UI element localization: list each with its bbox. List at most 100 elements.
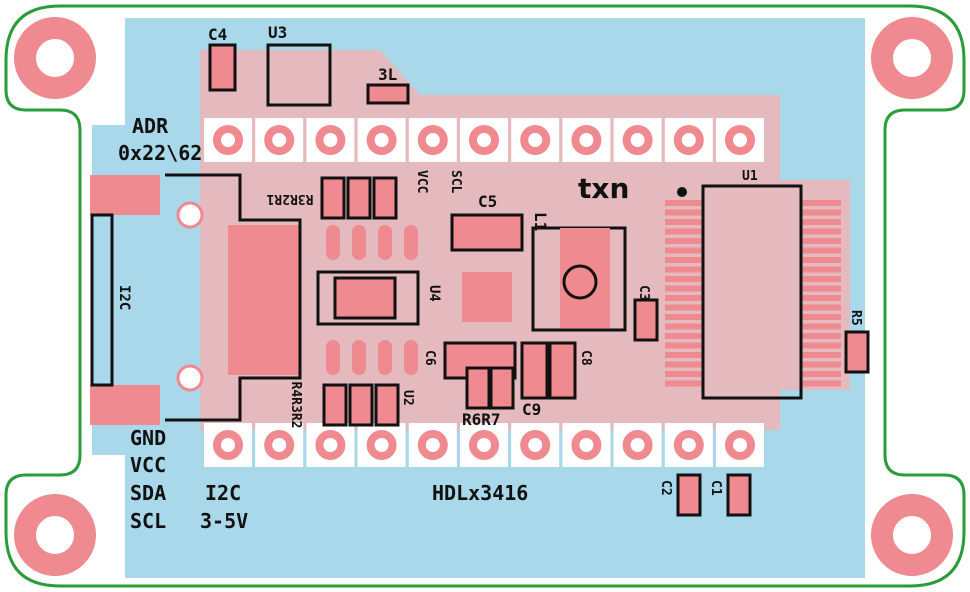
logo-txn: txn [578,172,629,205]
r5-component [844,330,870,374]
label-c1: C1 [708,480,723,496]
label-r-bot: R4R3R2 [288,382,303,429]
header-pin [469,430,499,460]
header-pin [264,430,295,460]
header-pin-pad [511,423,560,467]
u1-pad [801,238,841,244]
u1-pad [801,276,841,282]
header-pin [417,125,448,155]
label-gnd: GND [130,426,166,450]
u1-pad [665,342,703,349]
label-u3: U3 [268,23,287,42]
header-pin [725,125,755,155]
header-pin [571,125,602,155]
header-pin [469,125,499,155]
label-adr: ADR [132,114,169,138]
label-vcc-top: VCC [414,170,429,193]
u1-pad [801,371,841,377]
u1-pad [665,200,703,206]
label-c4: C4 [208,25,227,44]
header-pin-pad [460,118,508,162]
header-pin [520,125,551,155]
header-pin-pad [613,118,662,162]
c5-component [450,213,524,252]
label-c8: C8 [578,350,593,366]
u1-pad [801,257,841,263]
u1-pad [801,295,841,301]
label-vcc: VCC [130,453,166,477]
label-part-number: HDLx3416 [432,481,528,505]
label-voltage: 3-5V [200,509,248,533]
u1-pad [665,361,703,368]
header-pin-pad [664,423,713,467]
label-l1: L1 [531,212,550,231]
u1-pad [665,380,703,387]
header-pin [366,125,397,155]
header-pin-pad [562,118,611,162]
header-pin-pad [408,423,457,467]
header-pin-pad [716,118,764,162]
u1-pad [801,219,841,225]
u1-pad [801,352,841,358]
header-pin-pad [357,423,406,467]
u1-pad [801,361,841,368]
label-r-top: R3R2R1 [266,191,313,206]
u1-pad [665,371,703,377]
u2-pads [326,225,418,375]
c4-component [208,43,237,92]
header-pin-pad [613,423,662,467]
header-pin-pad [306,423,355,467]
label-c9: C9 [522,400,541,419]
header-top [204,118,764,162]
u1-pad [801,266,841,273]
header-pin [673,430,704,460]
header-pin-pad [204,118,252,162]
u1-pad [665,314,703,320]
u1-pad [665,228,703,235]
u1-pad [801,200,841,206]
label-u4: U4 [426,285,442,302]
header-pin-pad [255,118,304,162]
header-pin-pad [306,118,355,162]
header-pin [571,430,602,460]
header-pin [366,430,397,460]
u1-pad [801,323,841,330]
label-r5: R5 [848,310,863,326]
header-pin [213,430,243,460]
label-c5: C5 [478,192,497,211]
header-pin [213,125,243,155]
label-u1: U1 [742,169,758,184]
jl-jumper [366,83,410,105]
label-addr-values: 0x22\62 [118,141,202,165]
u1-pad [801,314,841,320]
header-bottom [204,423,764,467]
header-pin [417,430,448,460]
header-pin-pad [562,423,611,467]
header-pin [725,430,755,460]
u1-pad [665,276,703,282]
u1-pad [801,247,841,254]
resistors-bottom [322,383,400,427]
u1-pad [665,219,703,225]
header-pin-pad [357,118,406,162]
mounting-holes [14,17,953,576]
u1-pad [801,228,841,235]
header-pin-pad [255,423,304,467]
u1-pad [801,304,841,311]
header-pin-pad [511,118,560,162]
label-i2c: I2C [205,481,241,505]
u1-chip [665,184,841,400]
header-pin-pad [408,118,457,162]
u1-pad [801,342,841,349]
u1-pad [801,285,841,292]
label-sda: SDA [130,481,166,505]
header-pin [315,125,346,155]
resistors-top [320,176,398,220]
header-pin [315,430,346,460]
c1-component [726,473,752,517]
u1-pad [665,285,703,292]
header-pin [622,430,653,460]
u1-pad [665,247,703,254]
header-pin-pad [664,118,713,162]
